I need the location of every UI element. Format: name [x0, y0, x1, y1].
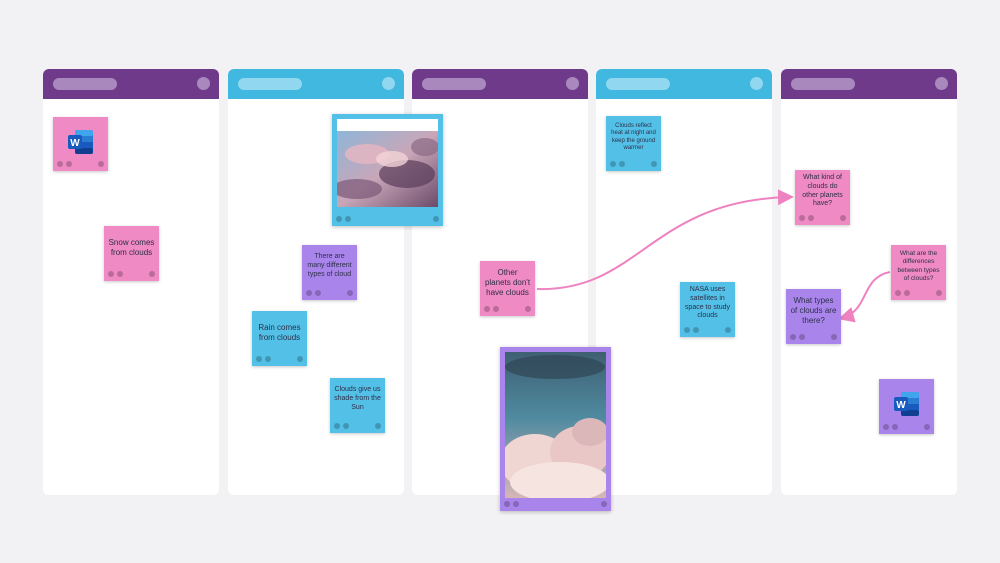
column-title[interactable]	[53, 78, 117, 90]
column-header[interactable]	[781, 69, 957, 99]
note-text: Snow comes from clouds	[108, 237, 155, 257]
note-text: Clouds give us shade from the Sun	[334, 386, 381, 411]
word-document-card[interactable]: W	[879, 379, 934, 434]
svg-text:W: W	[70, 138, 80, 149]
sticky-note[interactable]: Other planets don't have clouds	[480, 261, 535, 316]
word-document-icon: W	[894, 392, 919, 416]
column-menu-icon[interactable]	[566, 77, 579, 90]
cloud-photo	[337, 119, 438, 207]
sticky-note[interactable]: There are many different types of cloud	[302, 245, 357, 300]
sticky-note[interactable]: What are the differences between types o…	[891, 245, 946, 300]
photo-card[interactable]	[500, 347, 611, 511]
word-document-card[interactable]: W	[53, 117, 108, 171]
word-document-icon: W	[68, 130, 93, 154]
note-text: Clouds reflect heat at night and keep th…	[611, 122, 656, 152]
column-title[interactable]	[791, 78, 855, 90]
note-text: What kind of clouds do other planets hav…	[802, 174, 843, 208]
note-text: There are many different types of cloud	[307, 253, 352, 278]
note-text: Other planets don't have clouds	[484, 267, 531, 297]
note-text: NASA uses satellites in space to study c…	[684, 286, 731, 320]
sticky-note[interactable]: What types of clouds are there?	[786, 289, 841, 344]
sticky-note[interactable]: Snow comes from clouds	[104, 226, 159, 281]
column-header[interactable]	[412, 69, 588, 99]
column-menu-icon[interactable]	[197, 77, 210, 90]
sticky-note[interactable]: Rain comes from clouds	[252, 311, 307, 366]
photo-card[interactable]	[332, 114, 443, 226]
column-title[interactable]	[422, 78, 486, 90]
note-text: Rain comes from clouds	[258, 322, 301, 342]
sticky-note[interactable]: What kind of clouds do other planets hav…	[795, 170, 850, 225]
sticky-note[interactable]: NASA uses satellites in space to study c…	[680, 282, 735, 337]
sticky-note[interactable]: Clouds give us shade from the Sun	[330, 378, 385, 433]
note-text: What types of clouds are there?	[790, 295, 837, 325]
cloud-photo	[505, 352, 606, 498]
column-menu-icon[interactable]	[750, 77, 763, 90]
sticky-note[interactable]: Clouds reflect heat at night and keep th…	[606, 116, 661, 171]
note-text: What are the differences between types o…	[897, 250, 940, 282]
column-menu-icon[interactable]	[935, 77, 948, 90]
column-title[interactable]	[606, 78, 670, 90]
column-header[interactable]	[43, 69, 219, 99]
column-header[interactable]	[228, 69, 404, 99]
column-header[interactable]	[596, 69, 772, 99]
svg-text:W: W	[896, 400, 906, 411]
column-title[interactable]	[238, 78, 302, 90]
column-menu-icon[interactable]	[382, 77, 395, 90]
